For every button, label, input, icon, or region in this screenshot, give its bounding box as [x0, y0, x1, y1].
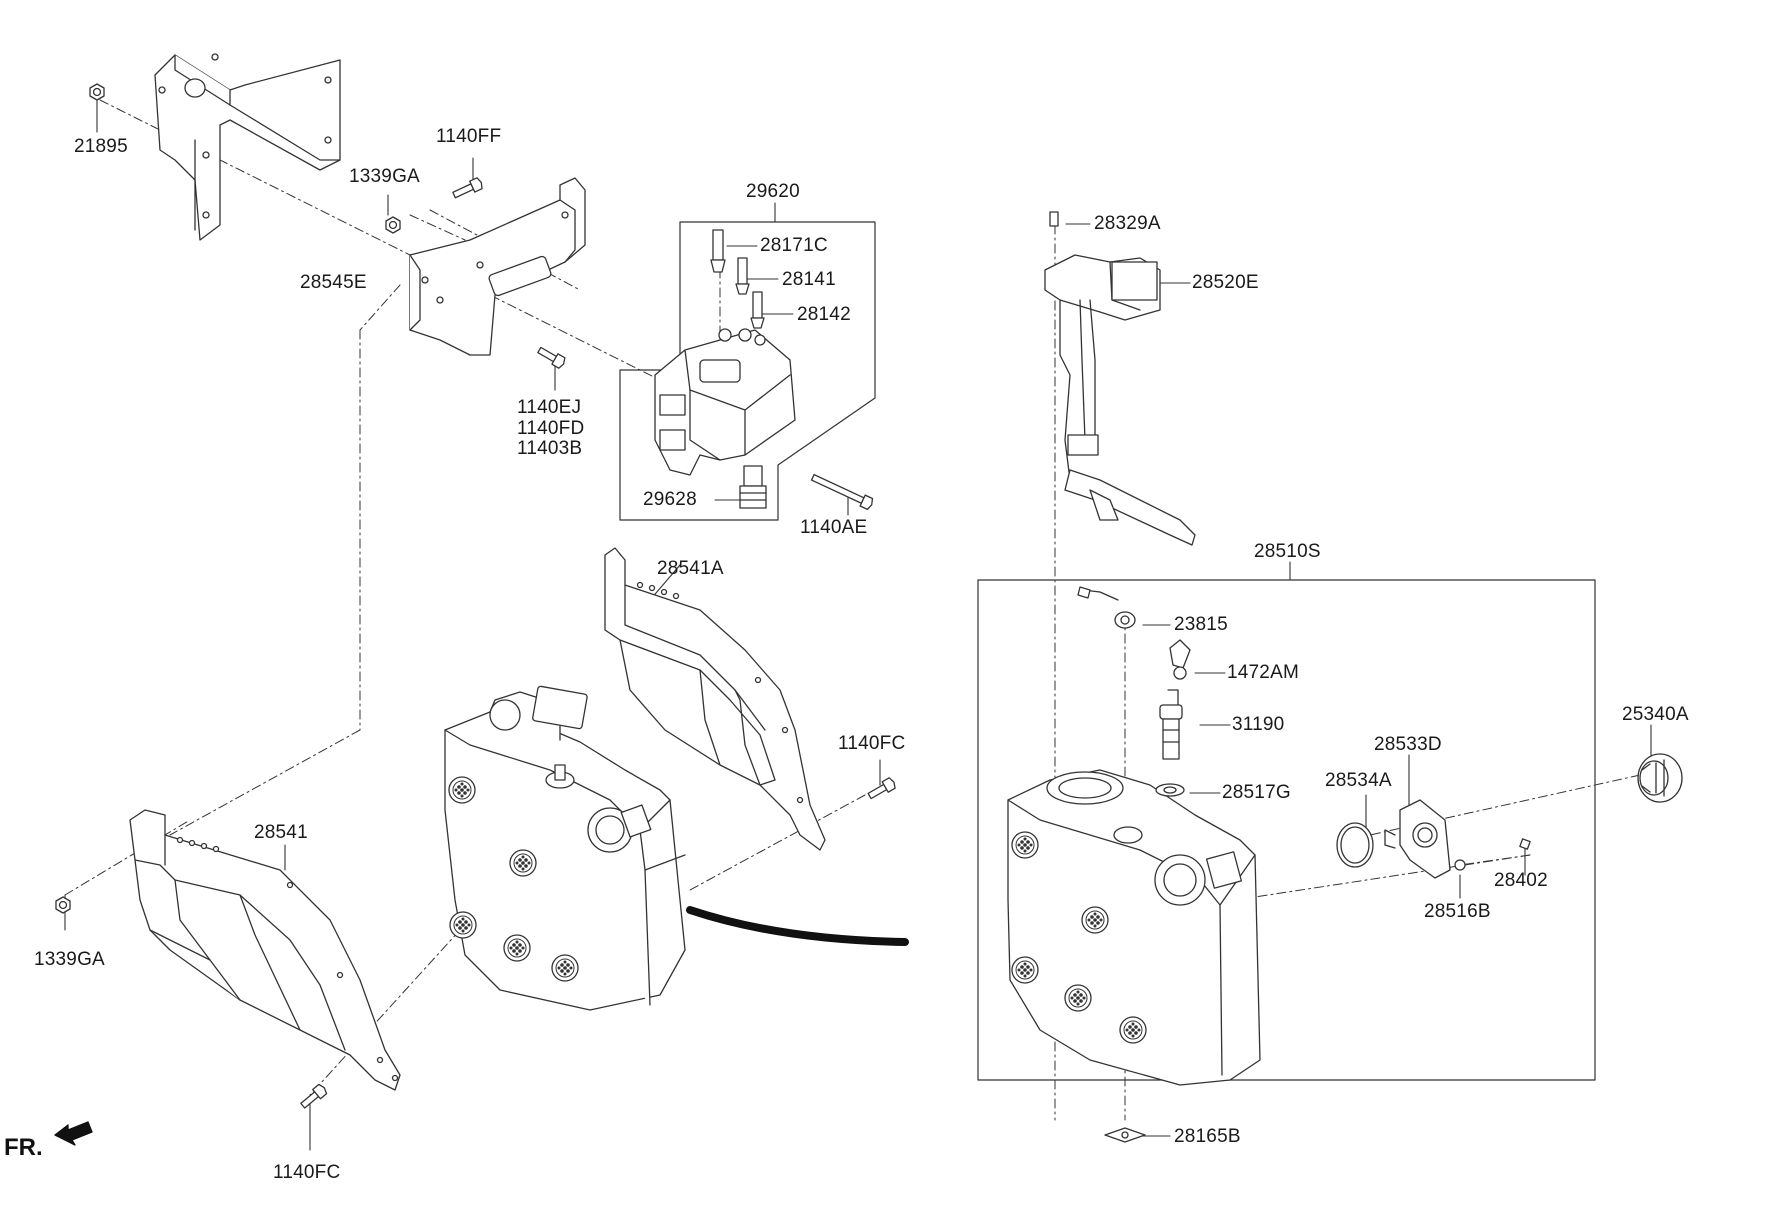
part-label-28142: 28142	[797, 304, 851, 325]
part-label-29628: 29628	[643, 489, 697, 510]
pump-sender-assembly	[1044, 254, 1196, 546]
label-leader-lines	[64, 96, 1652, 1151]
part-label-28534a: 28534A	[1325, 770, 1392, 791]
main-bracket	[154, 53, 341, 241]
tank-left	[444, 685, 686, 1011]
part-label-1140fc-bottom: 1140FC	[273, 1162, 341, 1183]
part-label-29620: 29620	[746, 181, 800, 202]
part-label-28402: 28402	[1494, 870, 1548, 891]
part-label-1140ae: 1140AE	[800, 517, 868, 538]
part-label-28533d: 28533D	[1374, 734, 1442, 755]
part-label-1472am: 1472AM	[1227, 662, 1299, 683]
mid-bracket	[409, 177, 586, 356]
part-label-28329a: 28329A	[1094, 213, 1161, 234]
connector-curve	[686, 906, 909, 946]
part-label-25340a: 25340A	[1622, 704, 1689, 725]
front-direction-label: FR.	[4, 1134, 43, 1161]
part-label-28545e: 28545E	[300, 272, 367, 293]
part-label-28517g: 28517G	[1222, 782, 1291, 803]
heat-shield-upper	[604, 547, 826, 851]
tank-small-parts	[1077, 586, 1683, 1143]
part-label-28171c: 28171C	[760, 235, 828, 256]
part-label-1140ff: 1140FF	[436, 126, 502, 147]
dosing-module	[654, 229, 796, 509]
part-label-28520e: 28520E	[1192, 272, 1259, 293]
part-label-28141: 28141	[782, 269, 836, 290]
part-label-1339ga-top: 1339GA	[349, 166, 420, 187]
part-label-28516b: 28516B	[1424, 901, 1491, 922]
front-arrow	[54, 1121, 93, 1146]
part-label-21895: 21895	[74, 136, 128, 157]
part-label-1140fd: 1140FD	[517, 418, 585, 439]
part-label-28541a: 28541A	[657, 558, 724, 579]
hardware-nuts-bolts	[55, 83, 1059, 1109]
tank-right	[1007, 769, 1261, 1086]
part-label-1140ej: 1140EJ	[517, 397, 582, 418]
part-label-28510s: 28510S	[1254, 541, 1321, 562]
tank-assembly-box	[977, 579, 1596, 1081]
part-label-28541: 28541	[254, 822, 308, 843]
part-label-11403b: 11403B	[517, 438, 583, 459]
part-label-23815: 23815	[1174, 614, 1228, 635]
part-label-1339ga-left: 1339GA	[34, 949, 105, 970]
part-label-31190: 31190	[1232, 714, 1285, 735]
part-label-1140fc-right: 1140FC	[838, 733, 906, 754]
heat-shield-lower	[129, 809, 401, 1091]
part-label-28165b: 28165B	[1174, 1126, 1241, 1147]
